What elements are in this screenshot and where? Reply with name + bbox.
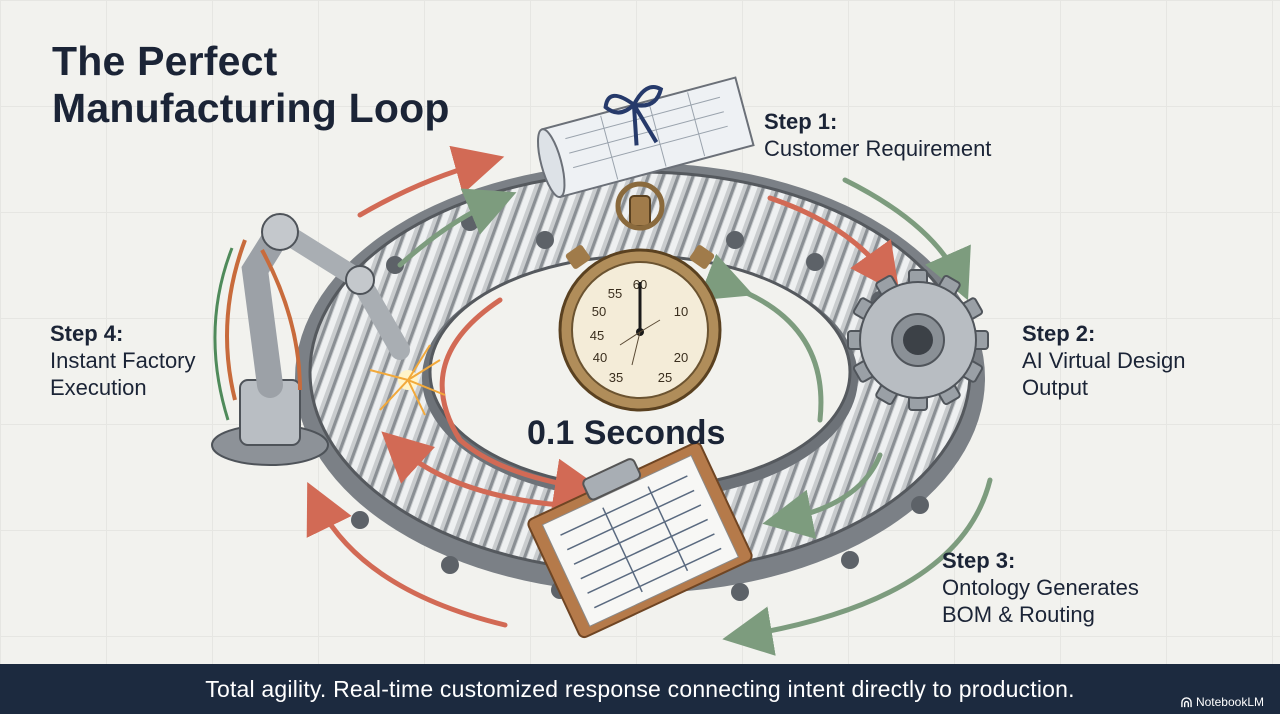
arrow-red-lower-left — [381, 431, 563, 508]
step-number: Step 1: — [764, 109, 838, 134]
step-text: Ontology Generates BOM & Routing — [942, 575, 1139, 627]
brand-name: NotebookLM — [1195, 695, 1264, 709]
dial-number: 35 — [609, 370, 623, 385]
manufacturing-loop-diagram: 60 10 20 25 35 40 45 50 55 — [211, 76, 993, 656]
notebooklm-logo-icon — [1181, 696, 1192, 707]
dial-number: 25 — [658, 370, 672, 385]
gear-icon — [847, 269, 989, 411]
clipboard-icon — [527, 441, 753, 639]
footer-caption: Total agility. Real-time customized resp… — [205, 676, 1075, 702]
blueprint-scroll-icon — [536, 76, 755, 199]
robot-arm-icon — [211, 213, 446, 466]
step-text: AI Virtual Design Output — [1022, 348, 1186, 400]
arrow-red-right — [767, 195, 900, 295]
arrow-green-inner-right — [697, 253, 824, 423]
dial-number: 55 — [608, 286, 622, 301]
dial-number: 40 — [593, 350, 607, 365]
arrow-red-bottom-left — [306, 482, 508, 628]
step-3-label: Step 3: Ontology Generates BOM & Routing — [942, 547, 1139, 628]
title-line-2: Manufacturing Loop — [52, 85, 450, 131]
arrow-red-inner-left — [439, 297, 605, 509]
step-number: Step 2: — [1022, 321, 1096, 346]
brand-badge: NotebookLM — [1181, 695, 1264, 709]
welding-sparks — [369, 344, 446, 416]
step-text: Customer Requirement — [764, 136, 992, 161]
dial-number: 50 — [592, 304, 606, 319]
footer-bar: Total agility. Real-time customized resp… — [0, 664, 1280, 714]
step-text: Instant Factory Execution — [50, 348, 196, 400]
arrow-green-lower-right — [762, 452, 883, 539]
cycle-time-label: 0.1 Seconds — [527, 414, 726, 452]
step-4-label: Step 4: Instant Factory Execution — [50, 320, 196, 401]
step-number: Step 4: — [50, 321, 124, 346]
flow-arrows — [306, 145, 993, 656]
step-number: Step 3: — [942, 548, 1016, 573]
page-title: The Perfect Manufacturing Loop — [52, 38, 450, 132]
dial-number: 10 — [674, 304, 688, 319]
step-1-label: Step 1: Customer Requirement — [764, 108, 991, 162]
arrow-red-top — [357, 145, 505, 218]
step-2-label: Step 2: AI Virtual Design Output — [1022, 320, 1185, 401]
dial-number: 20 — [674, 350, 688, 365]
arrow-green-bottom — [722, 477, 993, 656]
title-line-1: The Perfect — [52, 38, 278, 84]
dial-number: 45 — [590, 328, 604, 343]
arrow-green-top — [397, 188, 517, 268]
arrow-green-right — [842, 177, 971, 301]
stopwatch-icon: 60 10 20 25 35 40 45 50 55 — [558, 181, 722, 412]
stopwatch-dial-numbers: 60 10 20 25 35 40 45 50 55 — [590, 277, 688, 385]
